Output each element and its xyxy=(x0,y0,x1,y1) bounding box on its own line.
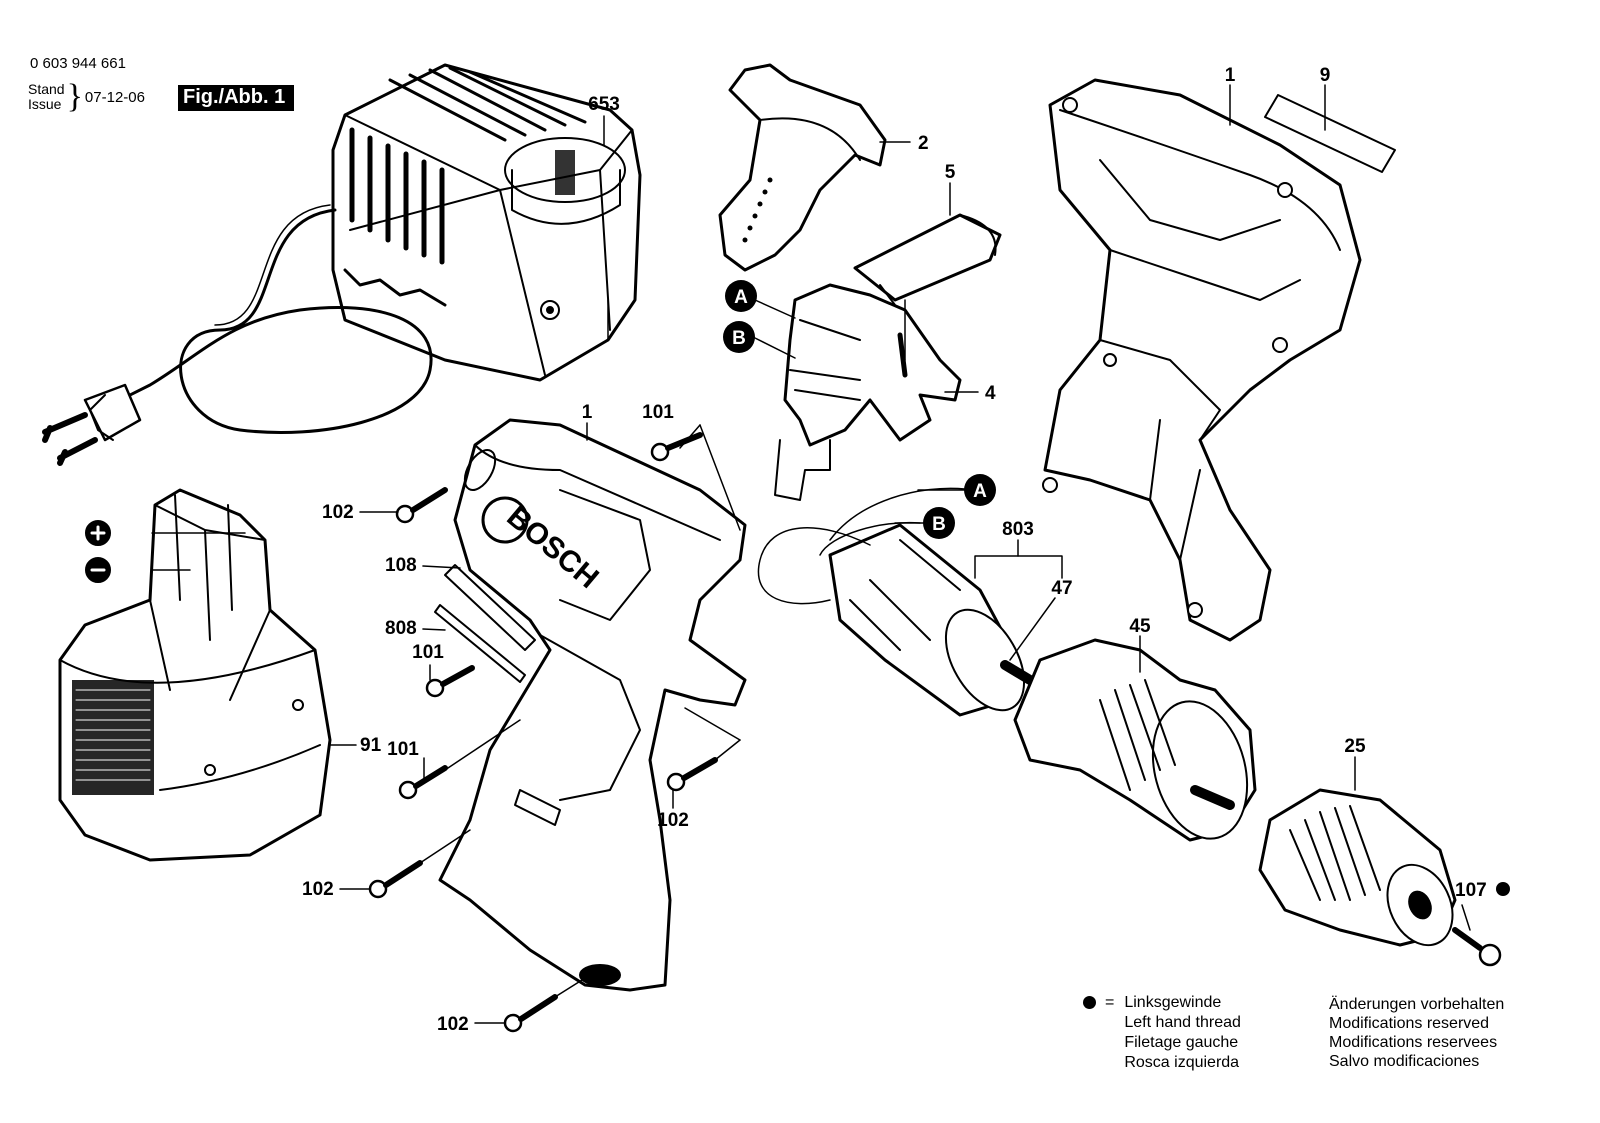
label-101-low: 101 xyxy=(387,739,419,760)
nameplate xyxy=(1264,94,1396,173)
connector-b-callout-2: B xyxy=(932,514,946,535)
label-653: 653 xyxy=(588,94,620,115)
legend-line-de: Linksgewinde xyxy=(1124,994,1222,1011)
label-91: 91 xyxy=(360,735,382,756)
screw-102-left xyxy=(395,487,448,524)
top-cover xyxy=(718,63,887,272)
charger xyxy=(42,63,642,466)
label-47: 47 xyxy=(1051,578,1072,599)
legend-equals: = xyxy=(1105,994,1115,1011)
battery-minus-callout xyxy=(85,557,111,583)
label-5: 5 xyxy=(945,162,956,183)
label-107: 107 xyxy=(1455,880,1487,901)
modif-line-de: Änderungen vorbehalten xyxy=(1329,996,1505,1013)
legend-dot xyxy=(1083,996,1096,1009)
switch xyxy=(774,283,962,501)
left-hand-thread-marker xyxy=(1496,882,1510,896)
label-45: 45 xyxy=(1129,616,1151,637)
screw-101-low xyxy=(398,765,448,800)
figure-badge: Fig./Abb. 1 xyxy=(178,85,295,111)
label-102-right: 102 xyxy=(657,810,689,831)
label-1-left: 1 xyxy=(582,402,593,423)
leader-lines xyxy=(151,84,1471,1024)
connector-a-callout-2: A xyxy=(973,481,987,502)
part-number: 0 603 944 661 xyxy=(30,55,126,72)
screw-102-right xyxy=(666,757,718,792)
connector-callouts: A B A B xyxy=(723,280,996,539)
issue-date: 07-12-06 xyxy=(84,88,145,106)
legend-line-es: Rosca izquierda xyxy=(1124,1054,1240,1071)
stand-issue-block: Stand Issue } 07-12-06 xyxy=(28,78,145,115)
thread-legend: = Linksgewinde Left hand thread Filetage… xyxy=(1083,993,1241,1073)
modifications-note: Änderungen vorbehalten Modifications res… xyxy=(1329,995,1504,1071)
screwdriver-bit xyxy=(444,564,536,651)
connector-b-callout-1: B xyxy=(732,328,746,349)
switch-cap xyxy=(853,213,1002,306)
chuck xyxy=(1258,788,1457,947)
label-108: 108 xyxy=(385,555,417,576)
bit-clip xyxy=(434,604,526,683)
gearbox xyxy=(1013,638,1257,842)
label-102-bottom: 102 xyxy=(437,1014,469,1035)
housing-left-half: BOSCH xyxy=(438,418,747,992)
screw-102-bottom xyxy=(503,994,558,1033)
label-102-low: 102 xyxy=(302,879,334,900)
screw-102-low xyxy=(368,860,423,899)
label-101-top: 101 xyxy=(642,402,674,423)
issue-label: Issue xyxy=(28,96,62,112)
label-2: 2 xyxy=(918,133,929,154)
motor xyxy=(757,487,1035,717)
label-803: 803 xyxy=(1002,519,1034,540)
label-1-right: 1 xyxy=(1225,65,1236,86)
modif-line-es: Salvo modificaciones xyxy=(1329,1053,1480,1070)
label-101-mid: 101 xyxy=(412,642,444,663)
battery-pack xyxy=(58,488,332,862)
screws xyxy=(368,432,1502,1033)
modif-line-fr: Modifications reservees xyxy=(1329,1034,1498,1051)
label-25: 25 xyxy=(1344,736,1366,757)
terminal-callouts xyxy=(85,520,111,583)
housing-right-half xyxy=(1042,78,1362,642)
stand-label: Stand xyxy=(28,81,65,97)
brace-glyph: } xyxy=(66,78,83,115)
screw-101-top xyxy=(650,432,703,462)
screw-107 xyxy=(1452,927,1502,967)
label-102-left: 102 xyxy=(322,502,354,523)
legend-line-fr: Filetage gauche xyxy=(1124,1034,1239,1051)
legend-line-en: Left hand thread xyxy=(1124,1014,1241,1031)
screw-101-mid xyxy=(425,665,475,698)
part-labels: 653 2 5 4 1 9 1 101 102 108 808 101 91 1… xyxy=(302,65,1487,1035)
connector-a-callout-1: A xyxy=(734,287,748,308)
label-4: 4 xyxy=(985,383,996,404)
battery-plus-callout xyxy=(85,520,111,546)
label-808: 808 xyxy=(385,618,417,639)
modif-line-en: Modifications reserved xyxy=(1329,1015,1490,1032)
label-9: 9 xyxy=(1320,65,1331,86)
